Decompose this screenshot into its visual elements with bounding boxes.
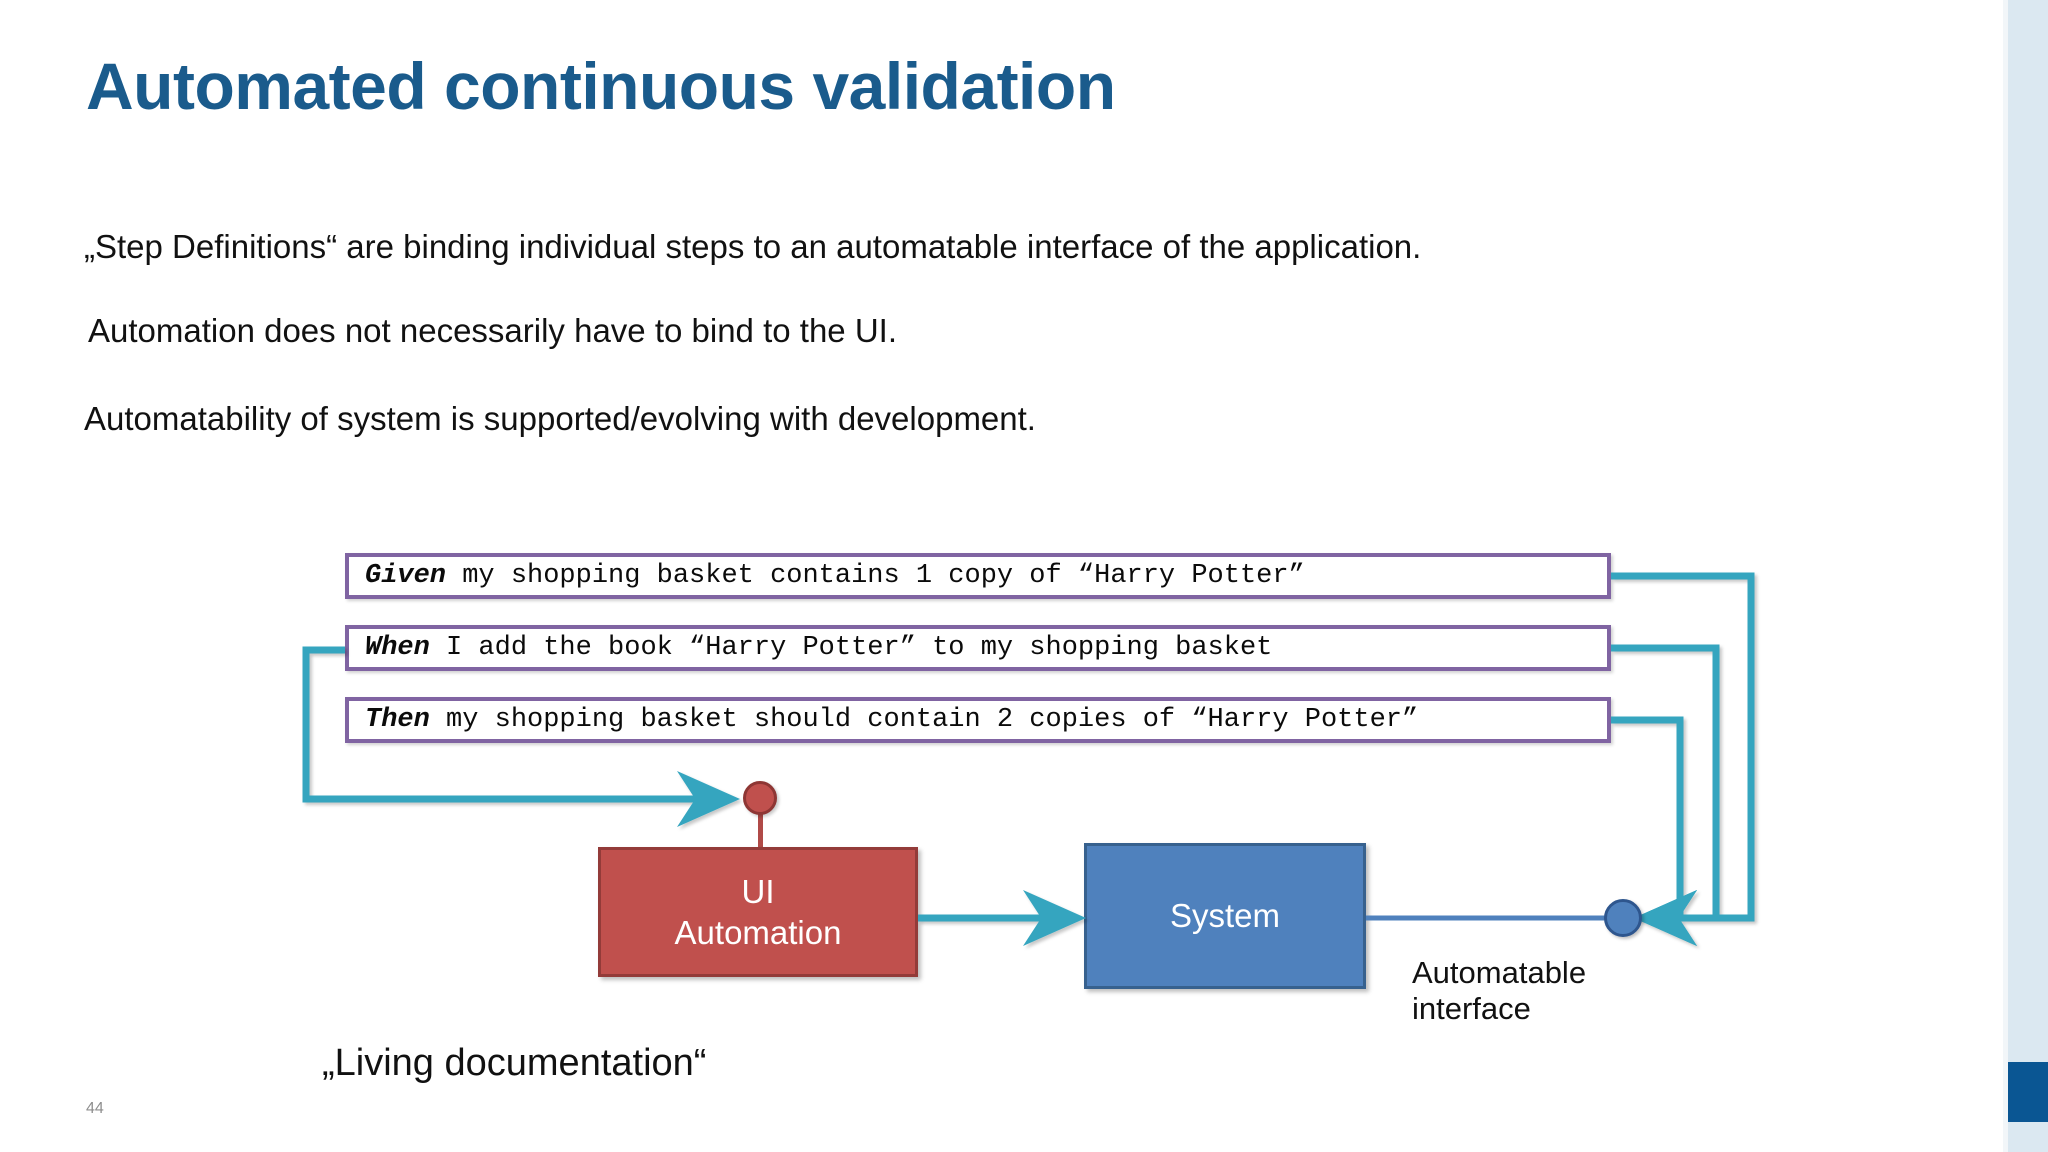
step-text-given: Given my shopping basket contains 1 copy… <box>365 561 1305 591</box>
body-paragraph-2: Automation does not necessarily have to … <box>88 312 897 349</box>
ui-automation-interface-lollipop-icon <box>743 781 777 815</box>
step-keyword-given: Given <box>365 561 447 591</box>
connector-given-to-system <box>1611 572 1755 946</box>
body-paragraph-1: „Step Definitions“ are binding individua… <box>84 228 1422 265</box>
page-title: Automated continuous validation <box>86 49 1116 123</box>
automatable-interface-line1: Automatable <box>1412 955 1587 990</box>
right-edge-strip <box>2008 0 2048 1152</box>
right-edge-accent-block <box>2008 1062 2048 1122</box>
step-box-then: Then my shopping basket should contain 2… <box>345 697 1611 743</box>
step-keyword-when: When <box>365 633 430 663</box>
system-box: System <box>1084 843 1366 989</box>
automatable-interface-lollipop-icon <box>1604 899 1642 937</box>
connector-then-to-system <box>1611 716 1697 946</box>
step-rest-when: I add the book “Harry Potter” to my shop… <box>429 633 1273 663</box>
step-text-when: When I add the book “Harry Potter” to my… <box>365 633 1272 663</box>
ui-automation-label-line2: Automation <box>674 914 842 951</box>
automatable-interface-line2: interface <box>1412 990 1531 1026</box>
ui-automation-box: UI Automation <box>598 847 918 977</box>
step-text-then: Then my shopping basket should contain 2… <box>365 705 1418 735</box>
system-label: System <box>1169 897 1281 934</box>
step-rest-given: my shopping basket contains 1 copy of “H… <box>446 561 1305 591</box>
step-box-given: Given my shopping basket contains 1 copy… <box>345 553 1611 599</box>
ui-automation-interface-stem <box>758 814 763 850</box>
ui-automation-label-line1: UI <box>741 872 775 910</box>
living-documentation-caption: „Living documentation“ <box>322 1042 707 1084</box>
automatable-interface-caption: Automatable interface <box>1412 955 1586 1026</box>
right-edge-gap <box>2003 0 2008 1152</box>
step-rest-then: my shopping basket should contain 2 copi… <box>429 705 1419 735</box>
step-box-when: When I add the book “Harry Potter” to my… <box>345 625 1611 671</box>
slide-number: 44 <box>86 1100 104 1117</box>
body-paragraph-3: Automatability of system is supported/ev… <box>84 400 1036 437</box>
connector-when-to-system <box>1611 644 1720 946</box>
step-keyword-then: Then <box>365 705 430 735</box>
